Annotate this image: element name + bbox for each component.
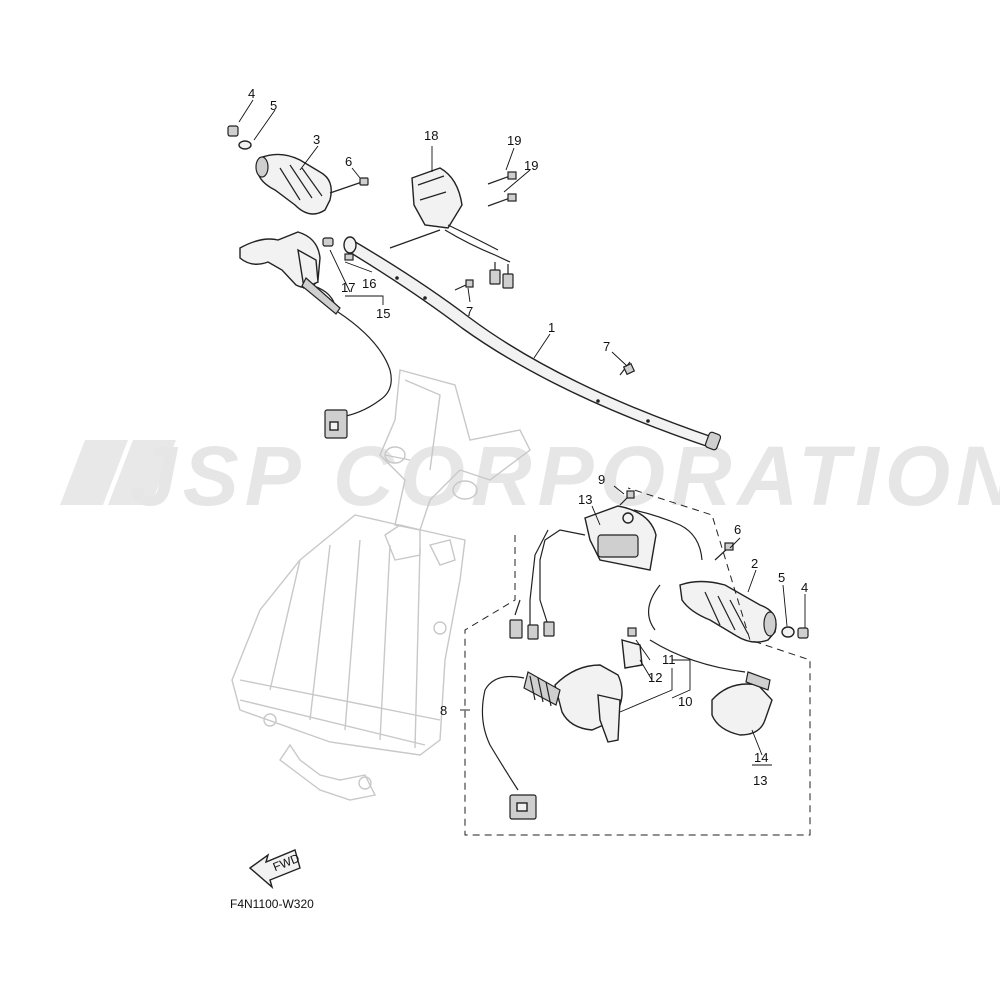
- watermark-logo-mark: [60, 440, 176, 505]
- callout-2: 2: [751, 556, 758, 571]
- callout-5-right: 5: [778, 570, 785, 585]
- throttle-lever-part-8: [481, 664, 623, 820]
- screw-part-12: [627, 627, 637, 637]
- callout-labels: 4 5 3 6 18 19 19 16 17 15 7 1 7 9 13 6 2…: [248, 86, 808, 788]
- screw-part-7-left: [454, 279, 474, 291]
- drawing-code: F4N1100-W320: [230, 897, 314, 911]
- screw-part-19: [487, 171, 517, 207]
- callout-14: 14: [754, 750, 768, 765]
- callout-17: 17: [341, 280, 355, 295]
- callout-13-top: 13: [578, 492, 592, 507]
- callout-3: 3: [313, 132, 320, 147]
- nut-part-17: [322, 237, 334, 247]
- left-bolt-part-4: [227, 125, 239, 137]
- callout-1: 1: [548, 320, 555, 335]
- fwd-arrow-icon: FWD: [248, 849, 302, 890]
- screw-part-6-right: [714, 542, 734, 561]
- right-grip-part-2: [679, 580, 777, 643]
- callout-13-bottom: 13: [753, 773, 767, 788]
- callout-15: 15: [376, 306, 390, 321]
- callout-11: 11: [662, 652, 676, 667]
- callout-5-left: 5: [270, 98, 277, 113]
- connector-bundle: [509, 599, 555, 640]
- throttle-lever-part-15: [239, 231, 392, 439]
- callout-6-right: 6: [734, 522, 741, 537]
- screw-part-6-left: [329, 177, 369, 194]
- right-switch-housing-part-13: [529, 505, 703, 601]
- watermark: JSP CORPORATION: [60, 429, 1000, 523]
- lever-cover-part-14: [648, 584, 773, 736]
- left-grip-part-3: [255, 153, 332, 215]
- callout-10: 10: [678, 694, 692, 709]
- leader-lines: [238, 99, 806, 766]
- callout-6-left: 6: [345, 154, 352, 169]
- steering-column-ghost: [231, 369, 531, 801]
- callout-4-left: 4: [248, 86, 255, 101]
- callout-19-top: 19: [507, 133, 521, 148]
- bracket-part-11: [621, 639, 643, 669]
- screw-part-9: [619, 490, 635, 506]
- screw-part-16: [344, 253, 354, 261]
- screw-part-7-right: [619, 361, 636, 376]
- sub-assembly-outline: [464, 487, 811, 836]
- callout-9: 9: [598, 472, 605, 487]
- switch-housing-part-18: [389, 167, 514, 289]
- handlebar-part-1: [343, 236, 722, 451]
- left-washer-part-5: [238, 140, 252, 150]
- callout-7-left: 7: [466, 304, 473, 319]
- callout-19-bottom: 19: [524, 158, 538, 173]
- callout-8: 8: [440, 703, 447, 718]
- right-washer-part-5: [781, 626, 795, 638]
- callout-16: 16: [362, 276, 376, 291]
- watermark-text: JSP CORPORATION: [130, 429, 1000, 523]
- callout-4-right: 4: [801, 580, 808, 595]
- callout-18: 18: [424, 128, 438, 143]
- callout-12: 12: [648, 670, 662, 685]
- right-bolt-part-4: [797, 627, 809, 639]
- callout-7-right: 7: [603, 339, 610, 354]
